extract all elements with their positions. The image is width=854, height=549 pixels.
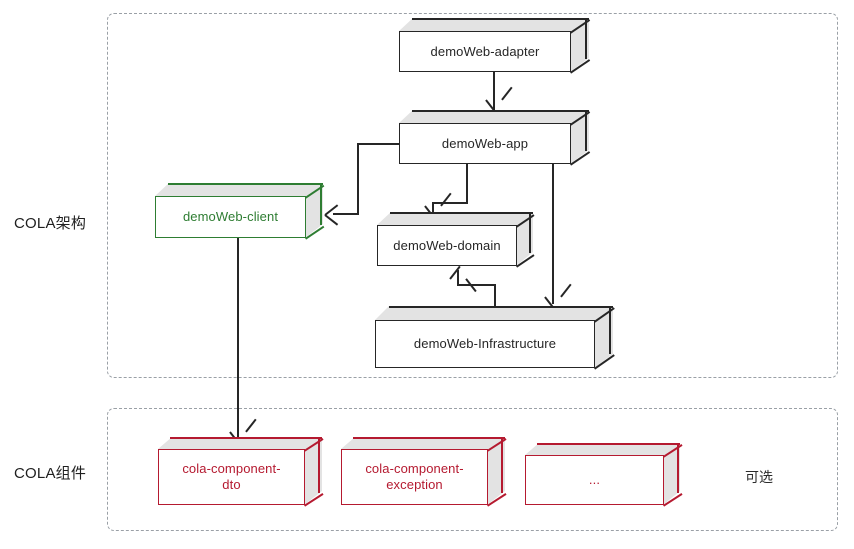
- adapter-front-face: demoWeb-adapter: [399, 31, 571, 72]
- adapter-side-face: [570, 18, 589, 72]
- client-top-face: [155, 183, 323, 196]
- ellipsis-top-face: [525, 443, 680, 455]
- edge-infrastructure-domain-seg1: [494, 284, 496, 314]
- section-label-components: COLA组件: [14, 465, 87, 482]
- app-edge-right: [585, 110, 588, 151]
- exception-top-face: [341, 437, 505, 449]
- dto-edge-top: [170, 437, 322, 439]
- node-client[interactable]: demoWeb-client: [155, 183, 325, 240]
- dto-top-face: [158, 437, 322, 449]
- infrastructure-side-face: [594, 306, 613, 368]
- node-exception[interactable]: cola-component- exception: [341, 437, 506, 507]
- edge-app-infrastructure-line: [552, 164, 554, 304]
- adapter-edge-right: [585, 18, 588, 59]
- edge-infrastructure-domain-seg2: [457, 284, 496, 286]
- node-dto[interactable]: cola-component- dto: [158, 437, 323, 507]
- domain-edge-right: [529, 212, 532, 253]
- client-side-face: [305, 183, 323, 238]
- edge-app-client-seg2: [357, 143, 359, 215]
- node-app[interactable]: demoWeb-app: [399, 110, 590, 166]
- app-front-face: demoWeb-app: [399, 123, 571, 164]
- domain-front-face: demoWeb-domain: [377, 225, 517, 266]
- adapter-label: demoWeb-adapter: [430, 43, 540, 59]
- app-edge-top: [412, 110, 589, 112]
- group-container-components: [107, 408, 838, 531]
- domain-label: demoWeb-domain: [393, 237, 501, 253]
- node-infrastructure[interactable]: demoWeb-Infrastructure: [375, 306, 615, 370]
- app-label: demoWeb-app: [441, 135, 529, 151]
- exception-edge-top: [353, 437, 505, 439]
- ellipsis-edge-right: [677, 443, 680, 493]
- domain-side-face: [516, 212, 533, 266]
- node-domain[interactable]: demoWeb-domain: [377, 212, 535, 268]
- edge-app-client-seg1: [357, 143, 401, 145]
- exception-front-face: cola-component- exception: [341, 449, 488, 505]
- exception-label: cola-component- exception: [365, 461, 464, 492]
- infrastructure-edge-top: [389, 306, 613, 308]
- edge-adapter-app-line: [493, 72, 495, 110]
- dto-label: cola-component- dto: [182, 461, 281, 492]
- node-ellipsis[interactable]: ...: [525, 443, 682, 507]
- edge-app-domain-seg2: [432, 202, 468, 204]
- domain-top-face: [377, 212, 533, 225]
- edge-app-domain-seg3: [432, 202, 434, 214]
- edge-infrastructure-domain-arrowhead: [448, 265, 477, 293]
- dto-front-face: cola-component- dto: [158, 449, 305, 505]
- infrastructure-front-face: demoWeb-Infrastructure: [375, 320, 595, 368]
- adapter-edge-top: [412, 18, 589, 20]
- client-label: demoWeb-client: [182, 209, 279, 224]
- adapter-top-face: [399, 18, 589, 31]
- infrastructure-label: demoWeb-Infrastructure: [413, 336, 557, 351]
- ellipsis-edge-top: [537, 443, 680, 445]
- domain-edge-top: [390, 212, 533, 214]
- edge-infrastructure-domain-seg3: [457, 270, 459, 286]
- client-edge-right: [319, 183, 322, 225]
- dto-side-face: [304, 437, 322, 505]
- edge-app-client-seg3: [333, 213, 359, 215]
- edge-app-domain-seg1: [466, 164, 468, 204]
- infrastructure-edge-right: [609, 306, 612, 354]
- client-front-face: demoWeb-client: [155, 196, 306, 238]
- section-label-architecture: COLA架构: [14, 215, 87, 232]
- optional-note: 可选: [745, 469, 773, 485]
- group-container-architecture: [107, 13, 838, 378]
- ellipsis-side-face: [663, 443, 680, 505]
- node-adapter[interactable]: demoWeb-adapter: [399, 18, 590, 74]
- edge-app-client-arrowhead: [324, 204, 341, 228]
- dto-edge-right: [318, 437, 321, 493]
- app-side-face: [570, 110, 589, 164]
- client-edge-top: [168, 183, 323, 185]
- ellipsis-front-face: ...: [525, 455, 664, 505]
- exception-side-face: [487, 437, 505, 505]
- exception-edge-right: [501, 437, 504, 493]
- infrastructure-top-face: [375, 306, 613, 320]
- edge-client-dto-line: [237, 238, 239, 443]
- app-top-face: [399, 110, 589, 123]
- ellipsis-label: ...: [588, 472, 601, 487]
